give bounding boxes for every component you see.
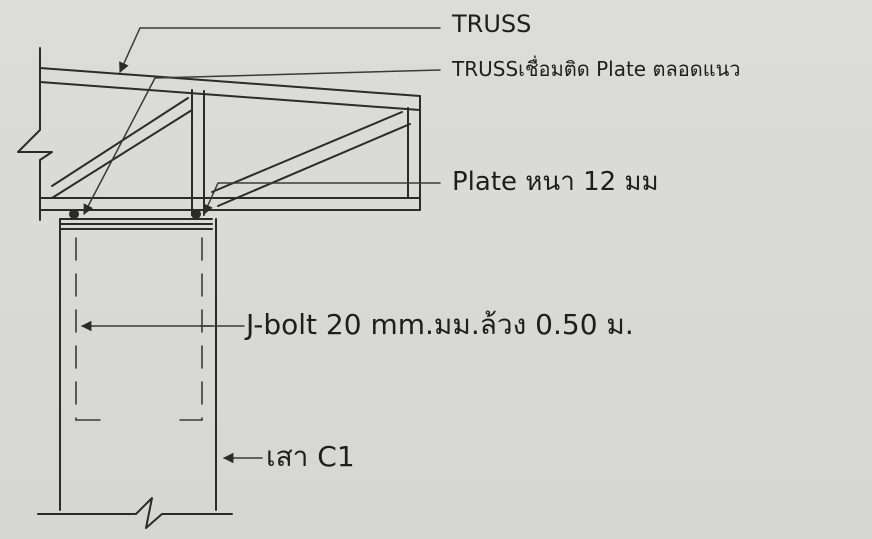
truss-diagonal-left-a: [51, 97, 189, 187]
truss-top-chord-lower: [39, 81, 421, 111]
truss-diagonal-right-b: [217, 123, 411, 207]
weld-bead-left: [69, 209, 79, 219]
column-c1: [37, 218, 233, 529]
truss-diagonal-right-a: [211, 111, 403, 193]
weld-bead-right: [191, 209, 201, 219]
label-truss: TRUSS: [451, 10, 531, 38]
label-truss-weld: TRUSSเชื่อมติด Plate ตลอดแนว: [451, 55, 741, 81]
label-column: เสา C1: [266, 440, 355, 473]
truss-drawing: [17, 47, 421, 221]
truss-top-chord-upper: [39, 67, 421, 97]
label-jbolt: J-bolt 20 mm.มม.ล้วง 0.50 ม.: [244, 308, 634, 341]
leader-lines: [80, 27, 441, 464]
label-plate: Plate หนา 12 มม: [452, 167, 659, 197]
steel-plate: [59, 209, 213, 230]
truss-diagonal-left-b: [51, 109, 193, 199]
wall-left-edge: [17, 47, 53, 221]
